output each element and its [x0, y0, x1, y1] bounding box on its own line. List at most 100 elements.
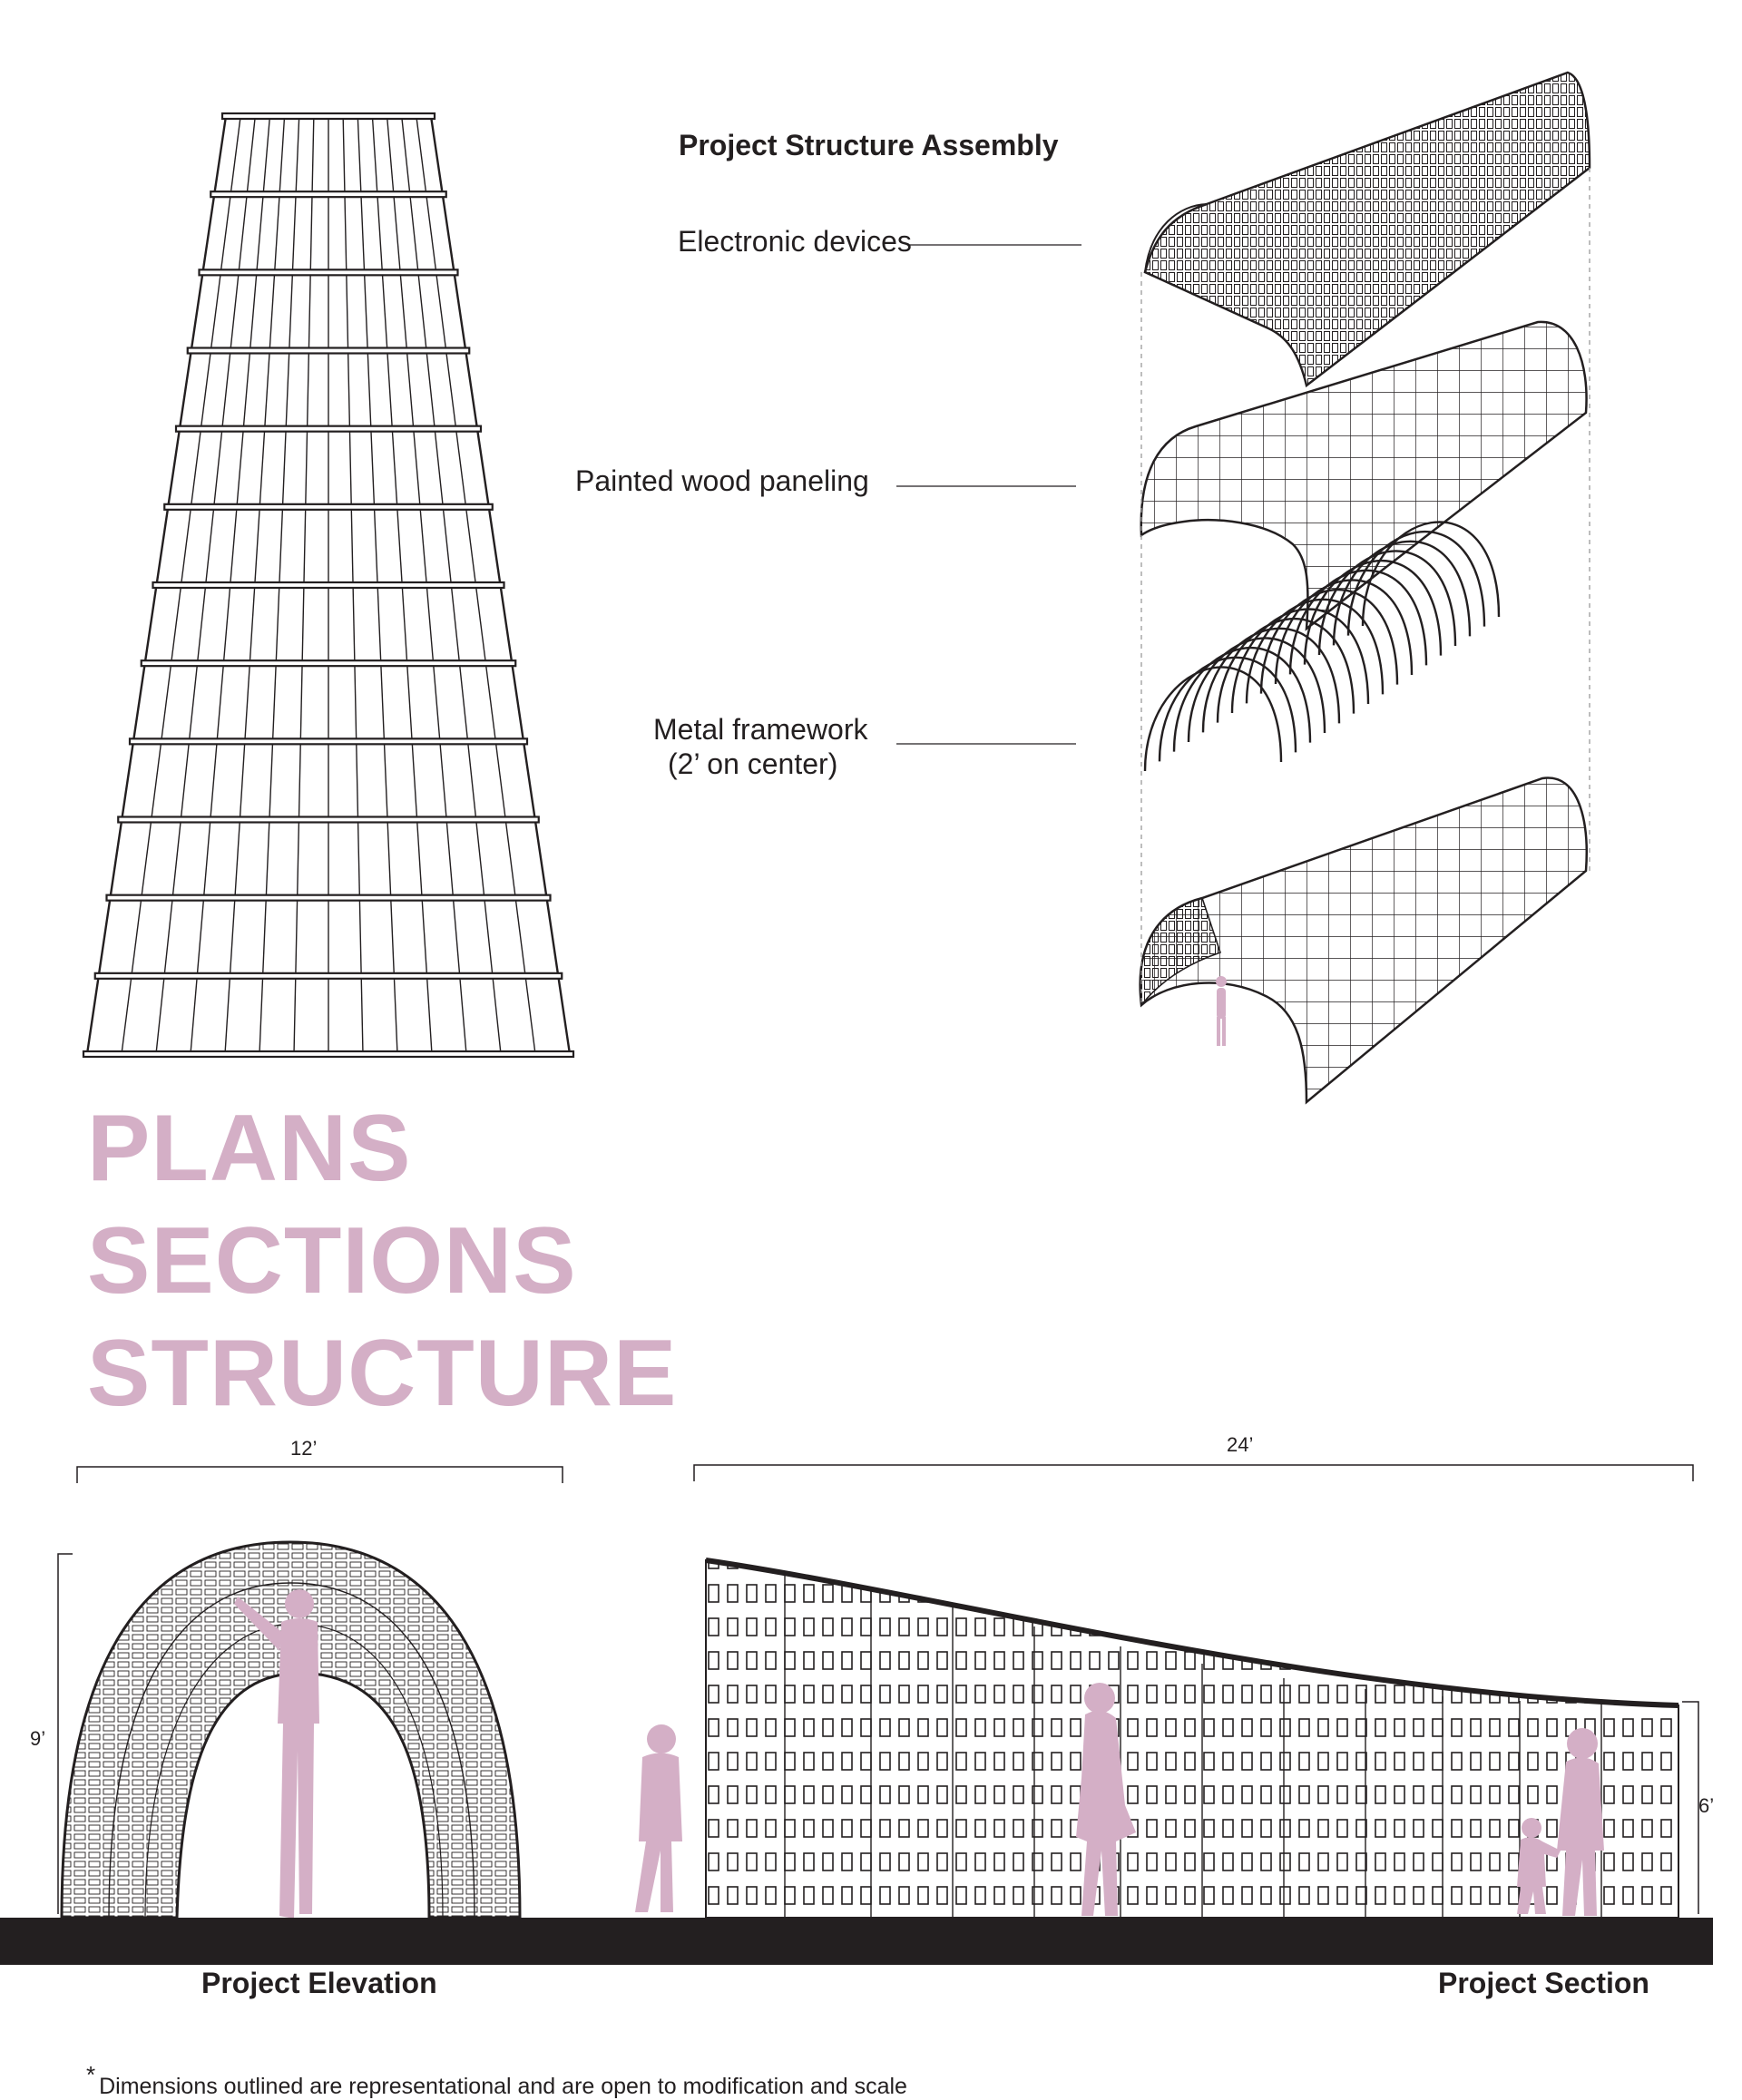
tower-slat [380, 666, 386, 739]
title-plans: PLANS [87, 1096, 412, 1201]
section-wall-drawing [705, 1558, 1679, 1919]
tower-slat [494, 744, 506, 817]
human-silhouettes [234, 1589, 1604, 1919]
tower-slat [121, 744, 134, 817]
tower-slat [545, 900, 559, 974]
tower-slat [221, 353, 231, 426]
tower-slat [205, 509, 215, 583]
tower-slat [293, 978, 297, 1052]
tower-slat [475, 822, 485, 895]
tower-slat [393, 197, 401, 270]
label-metal-framework: Metal framework [653, 713, 868, 746]
tower-slat [203, 822, 211, 895]
tower-slat [396, 509, 403, 583]
tower-band [82, 1050, 575, 1059]
tower-slat [488, 509, 502, 583]
tower-slat [161, 666, 171, 739]
tower-band [174, 425, 483, 433]
tower-band [163, 503, 494, 511]
tower-slat [298, 744, 301, 817]
tower-slat [210, 275, 221, 348]
tower-slat [86, 978, 100, 1052]
tower-slat [342, 118, 346, 192]
tower-slat [306, 353, 310, 426]
label-electronic-devices: Electronic devices [678, 225, 912, 258]
dimension-section-height: 6’ [1698, 1794, 1715, 1817]
tower-slat [387, 822, 392, 895]
silhouette-woman [1076, 1683, 1136, 1916]
footnote: *Dimensions outlined are representationa… [86, 2061, 907, 2100]
tower-slat [433, 666, 441, 739]
tower-slat [524, 978, 536, 1052]
tower-slat [417, 275, 427, 348]
tower-slat [475, 587, 486, 661]
tower-slat [363, 275, 368, 348]
tower-slat [262, 900, 267, 973]
tower-slat [523, 744, 536, 817]
tower-slat [426, 197, 437, 270]
tower-slat [373, 509, 378, 583]
tower-slat [371, 118, 378, 192]
tower-band [198, 269, 459, 277]
tower-slat [163, 900, 173, 973]
tower-slat [180, 744, 190, 817]
tower-slat [303, 509, 307, 583]
tower-slat [181, 509, 191, 583]
assembly-wood-layer [1140, 320, 1588, 631]
tower-slat [413, 431, 421, 504]
tower-slat [357, 822, 360, 895]
tower-slat [416, 822, 423, 895]
tower-band [186, 347, 471, 355]
metal-arch [1346, 530, 1486, 636]
tower-slat [131, 900, 142, 973]
tower-slat [141, 822, 152, 895]
tower-slat [360, 978, 364, 1052]
tower-slat [348, 431, 352, 504]
tower-slat [352, 587, 356, 661]
tower-slat [109, 822, 122, 895]
tower-slat [455, 431, 466, 504]
footnote-text: Dimensions outlined are representational… [99, 2074, 907, 2099]
tower-slat [242, 353, 251, 426]
tower-slat [453, 275, 466, 348]
tower-band [93, 972, 563, 980]
tower-slat [259, 431, 266, 504]
tower-slat [450, 587, 460, 661]
footnote-mark: * [86, 2061, 96, 2088]
assembly-metal-layer [1143, 521, 1501, 772]
tower-slat [411, 744, 418, 817]
tower-slat [401, 118, 411, 192]
tower-slat [485, 666, 496, 739]
tower-slat [381, 275, 388, 348]
tower-slat [383, 744, 388, 817]
tower-band [117, 816, 540, 824]
tower-slat [442, 509, 452, 583]
tower-slat [297, 822, 300, 895]
tower-slat [499, 587, 513, 661]
tower-band [152, 581, 505, 590]
dimension-elevation-width: 12’ [290, 1437, 318, 1460]
tower-slat [269, 275, 276, 348]
silhouette-elevation-person [234, 1589, 319, 1919]
tower-band [210, 190, 447, 199]
tower-slat [484, 900, 494, 973]
tower-slat [151, 744, 162, 817]
tower-slat [171, 822, 181, 895]
title-sections: SECTIONS [87, 1208, 577, 1314]
tower-slat [367, 353, 372, 426]
tower-slat [295, 900, 298, 973]
silhouette-standing-person [635, 1724, 682, 1912]
label-painted-wood-paneling: Painted wood paneling [575, 464, 869, 497]
tower-slat [416, 118, 427, 192]
tower-slat [434, 431, 444, 504]
elevation-arch-drawing [60, 1540, 522, 1919]
tower-band [220, 112, 436, 121]
tower-slat [436, 275, 446, 348]
tower-slat [426, 978, 433, 1052]
assembly-guide-lines [1140, 168, 1590, 1007]
tower-slat [387, 118, 395, 192]
tower-slat [309, 197, 313, 270]
dimension-elevation-height: 9’ [30, 1727, 46, 1750]
silhouette-child [1517, 1818, 1561, 1914]
